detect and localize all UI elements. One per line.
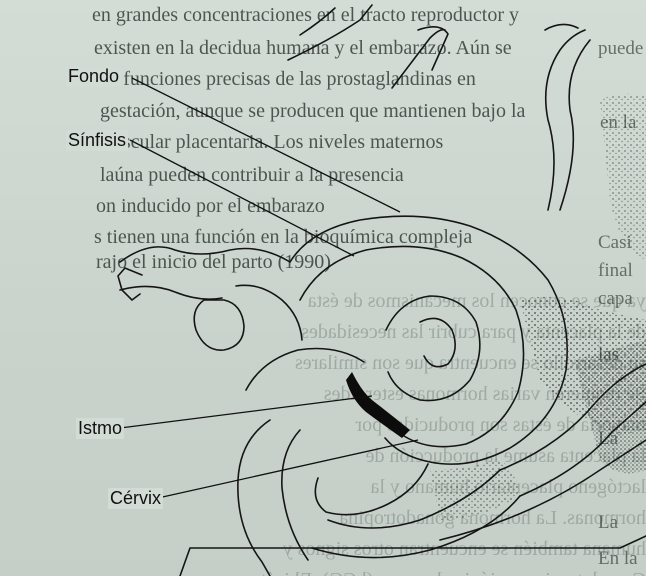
label-sinfisis: Sínfisis (66, 130, 128, 151)
fallopian-tube (120, 247, 290, 262)
fimbriae (118, 268, 142, 300)
label-cervix: Cérvix (108, 488, 163, 509)
leader-line-sinfisis (130, 140, 354, 256)
cervical-canal (346, 372, 410, 438)
bladder-wall (238, 420, 270, 576)
ovarian-ligament (236, 285, 302, 340)
symphysis-outline (315, 464, 428, 515)
leader-line-istmo (120, 396, 372, 428)
uterus-inner-wall (300, 246, 524, 446)
bladder-wall (282, 430, 308, 560)
ligament-line (545, 24, 578, 30)
ligament-line (560, 40, 590, 210)
label-istmo: Istmo (76, 418, 124, 439)
cavity-inner (420, 318, 455, 366)
stippled-tissue (600, 94, 646, 260)
uterus-outer-wall (290, 216, 567, 464)
ligament-line (300, 8, 335, 35)
endometrium (386, 296, 480, 401)
leader-line-fondo (132, 78, 400, 212)
label-fondo: Fondo (66, 66, 121, 87)
ovary (194, 300, 244, 350)
peritoneum-line (246, 349, 364, 391)
